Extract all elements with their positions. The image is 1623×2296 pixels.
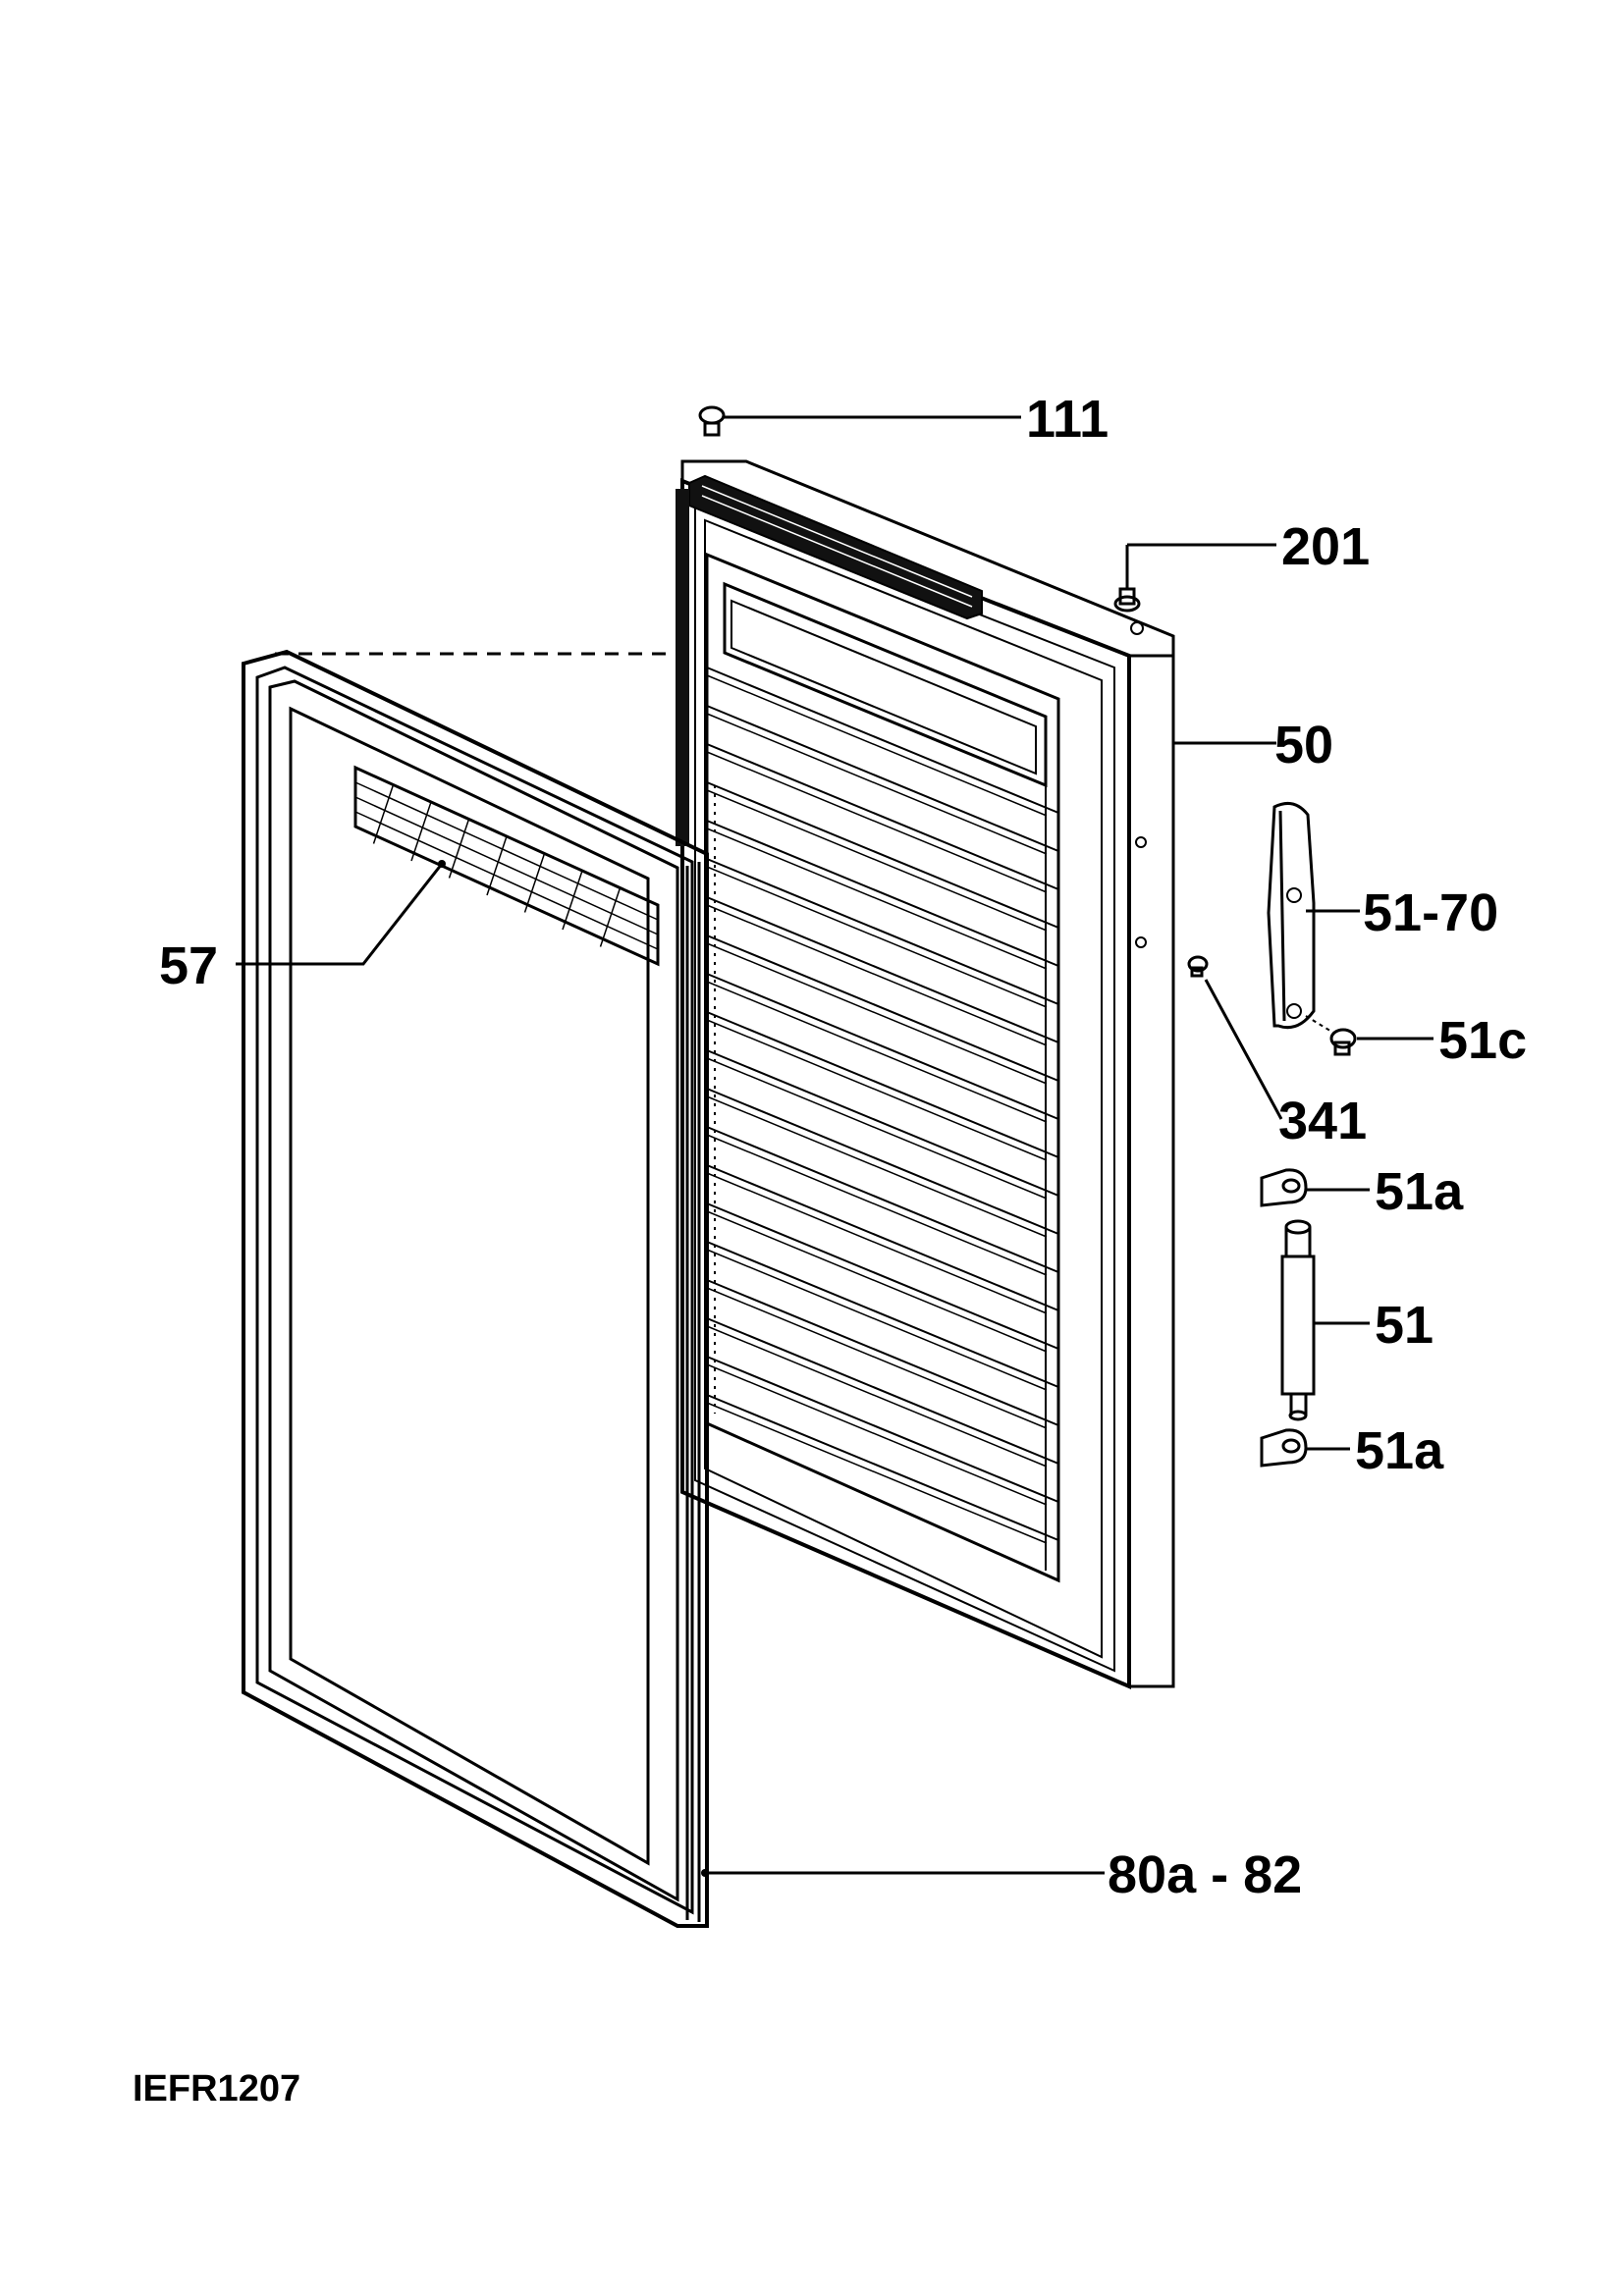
grille-line [486,835,508,896]
shelf-rib-edge [706,751,1048,893]
label-51-70: 51-70 [1363,883,1498,942]
shelf-rib-line [706,667,1059,814]
shelf-rib-edge [706,1210,1048,1353]
grille-line [354,781,659,921]
grille-line [354,796,659,935]
shelf-rib-line [706,1011,1059,1158]
shelf-rib-edge [706,1402,1048,1544]
shelf-rib-edge [706,789,1048,932]
bushing-201 [1113,543,1276,613]
grille-line [599,887,622,947]
grille-line [523,853,546,913]
shelf-rib-edge [706,1172,1048,1314]
shelf-rib-edge [706,674,1048,817]
shelf-rib-line [706,1164,1059,1311]
screw-111 [698,405,1021,437]
screw-51c [1305,1015,1434,1056]
shelf-rib-edge [706,1019,1048,1161]
shelf-rib-line [706,1317,1059,1465]
vent-grille [353,765,660,967]
shelf-rib-line [706,1202,1059,1350]
hinge-bracket-51a-top [1260,1168,1370,1207]
shelf-rib-line [706,1279,1059,1426]
shelf-rib-line [706,1088,1059,1235]
grille-line [372,784,395,844]
label-51: 51 [1375,1296,1434,1355]
drawing-code: IEFR1207 [133,2068,300,2109]
shelf-rib-line [706,896,1059,1043]
shelf-rib-line [706,973,1059,1120]
shelf-rib-line [706,1241,1059,1388]
label-51a-bottom: 51a [1355,1421,1444,1480]
shelf-rib-edge [706,942,1048,1085]
label-51a-top: 51a [1375,1162,1464,1221]
door-shelf-ribs [706,667,1059,1571]
shelf-rib-line [706,705,1059,852]
grille-line [562,870,583,931]
hinge-bracket-51a-bottom [1260,1428,1350,1468]
label-57: 57 [159,936,218,995]
shelf-rib-edge [706,1287,1048,1429]
shelf-rib-edge [706,981,1048,1123]
shelf-rib-line [706,820,1059,967]
shelf-rib-line [706,1356,1059,1503]
label-51c: 51c [1438,1011,1527,1070]
door-assembly [275,459,1175,1690]
door-gasket-frame [242,649,709,1928]
shelf-rib-edge [706,1057,1048,1200]
shelf-rib-edge [706,1325,1048,1468]
label-50: 50 [1274,716,1333,774]
shelf-rib-edge [706,1249,1048,1391]
shelf-rib-line [706,934,1059,1082]
hinge-pin-51 [1280,1219,1370,1421]
shelf-rib-line [706,1394,1059,1541]
shelf-rib-line [706,781,1059,929]
shelf-rib-edge [706,1134,1048,1276]
grille-line [448,819,470,879]
shelf-rib-line [706,743,1059,890]
shelf-rib-line [706,1049,1059,1197]
grille-line [354,811,659,950]
shelf-rib-line [706,1126,1059,1273]
hinge-plate-51-70 [1267,801,1360,1030]
shelf-rib-edge [706,866,1048,1008]
shelf-rib-edge [706,1363,1048,1506]
label-111: 111 [1026,390,1109,449]
shelf-rib-edge [706,904,1048,1046]
grille-line [410,801,432,862]
shelf-rib-edge [706,828,1048,970]
label-80a-82: 80a - 82 [1108,1845,1302,1904]
shelf-rib-edge [706,713,1048,855]
shelf-rib-edge [706,1095,1048,1238]
label-341: 341 [1278,1092,1367,1150]
label-201: 201 [1281,517,1370,576]
screw-341 [1187,955,1283,1120]
shelf-rib-line [706,858,1059,1005]
